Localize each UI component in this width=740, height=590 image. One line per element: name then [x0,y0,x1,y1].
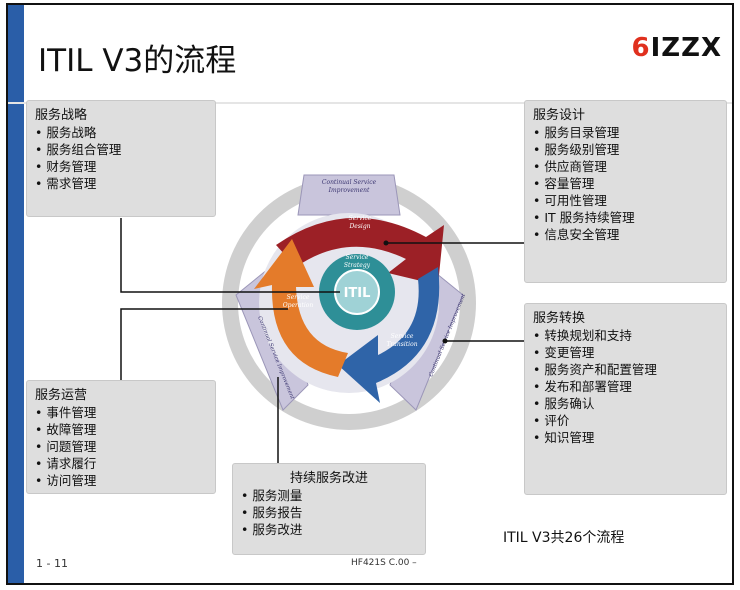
connector-design-dot [383,240,389,246]
design-item: IT 服务持续管理 [533,209,718,226]
improvement-heading: 持续服务改进 [289,471,368,486]
strategy-label-2: Strategy [344,262,371,269]
transition-item: 服务资产和配置管理 [533,361,718,378]
itil-center-label: ITIL [344,286,371,301]
connector-operation [120,308,288,380]
title-divider [8,102,732,104]
design-item: 信息安全管理 [533,226,718,243]
improvement-item: 服务测量 [241,487,417,504]
continual-improvement-box: 持续服务改进 服务测量 服务报告 服务改进 [232,463,426,555]
strategy-label-1: Service [346,254,369,261]
connector-transition-dot [442,338,448,344]
design-item: 可用性管理 [533,192,718,209]
page-title: ITIL V3的流程 [38,43,237,79]
company-logo: 6IZZX [631,33,722,63]
transition-heading: 服务转换 [533,311,586,326]
slide: ITIL V3的流程 6IZZX ITIL Service Strategy S… [6,3,734,585]
operation-item: 访问管理 [35,472,207,489]
transition-item: 评价 [533,412,718,429]
logo-mark: 6 [631,33,651,63]
logo-text: IZZX [650,33,722,63]
transition-item: 知识管理 [533,429,718,446]
operation-item: 问题管理 [35,438,207,455]
transition-item: 服务确认 [533,395,718,412]
itil-lifecycle-diagram: ITIL Service Strategy Service Design Ser… [120,174,524,463]
transition-item: 发布和部署管理 [533,378,718,395]
service-design-box: 服务设计 服务目录管理 服务级别管理 供应商管理 容量管理 可用性管理 IT 服… [524,100,727,283]
operation-label-2: Operation [283,302,314,309]
design-label-1: Service [349,215,372,222]
csi-top-wedge [297,174,401,216]
transition-item: 变更管理 [533,344,718,361]
strategy-item: 财务管理 [35,158,207,175]
service-operation-box: 服务运营 事件管理 故障管理 问题管理 请求履行 访问管理 [26,380,216,494]
process-count-note: ITIL V3共26个流程 [503,530,625,546]
strategy-heading: 服务战略 [35,108,88,123]
design-item: 供应商管理 [533,158,718,175]
csi-top-label-1: Continual Service [322,179,377,186]
design-item: 容量管理 [533,175,718,192]
operation-label-1: Service [287,294,310,301]
design-label-2: Design [348,223,370,230]
csi-top-label-2: Improvement [328,187,370,194]
operation-item: 请求履行 [35,455,207,472]
service-design-arrow [276,217,444,285]
document-code: HF421S C.00 – [351,558,417,568]
strategy-item: 服务战略 [35,124,207,141]
improvement-item: 服务改进 [241,521,417,538]
service-transition-box: 服务转换 转换规划和支持 变更管理 服务资产和配置管理 发布和部署管理 服务确认… [524,303,727,495]
design-item: 服务级别管理 [533,141,718,158]
transition-label-1: Service [391,333,414,340]
transition-item: 转换规划和支持 [533,327,718,344]
improvement-item: 服务报告 [241,504,417,521]
service-transition-arrow [338,267,440,403]
design-heading: 服务设计 [533,108,586,123]
service-operation-arrow [254,239,348,377]
operation-heading: 服务运营 [35,388,88,403]
design-item: 服务目录管理 [533,124,718,141]
slide-left-accent-bar [8,5,24,583]
operation-item: 故障管理 [35,421,207,438]
transition-label-2: Transition [386,341,417,348]
operation-item: 事件管理 [35,404,207,421]
strategy-item: 服务组合管理 [35,141,207,158]
service-strategy-box: 服务战略 服务战略 服务组合管理 财务管理 需求管理 [26,100,216,217]
connector-strategy [120,218,340,293]
strategy-item: 需求管理 [35,175,207,192]
page-number: 1 - 11 [36,557,68,570]
